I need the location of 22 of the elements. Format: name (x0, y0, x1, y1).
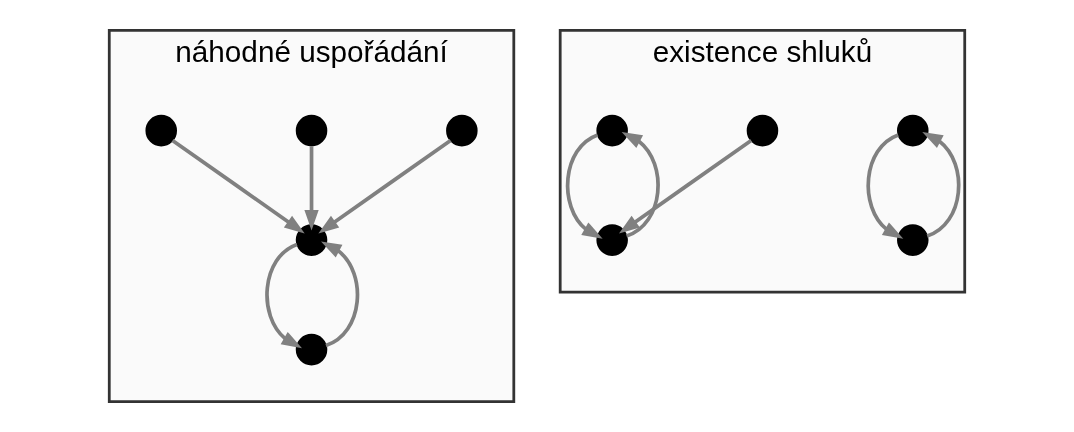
arrow (321, 241, 360, 348)
arrow (265, 242, 303, 349)
arrow (304, 146, 319, 231)
node-circle (446, 114, 478, 147)
arrow (922, 132, 961, 238)
node-circle (746, 114, 779, 147)
node-circle (295, 333, 328, 366)
arrow (171, 138, 305, 234)
arrow (619, 138, 753, 234)
arrow (621, 132, 660, 238)
node-circle (897, 224, 929, 256)
arrow (565, 133, 603, 239)
node-circle (596, 114, 628, 147)
node-circle (596, 224, 628, 256)
arrow (866, 133, 904, 239)
node-circle (897, 114, 929, 147)
node-circle (295, 224, 328, 256)
node-circle (295, 114, 328, 147)
arrow (318, 138, 452, 234)
cluster: náhodné uspořádání (107, 29, 516, 403)
cluster: existence shluků (558, 29, 967, 294)
node-circle (145, 114, 177, 147)
